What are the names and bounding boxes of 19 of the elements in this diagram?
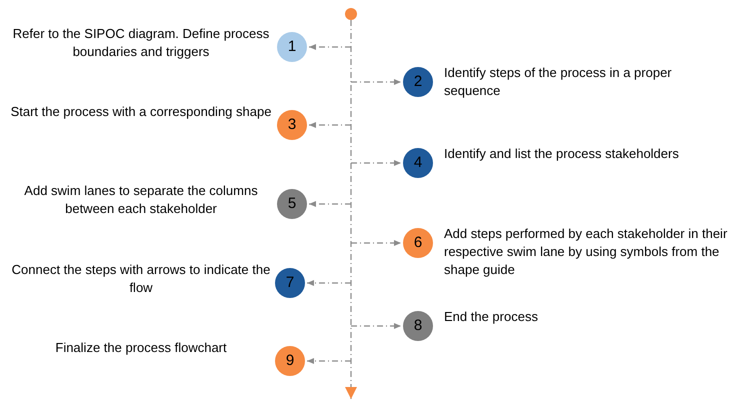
step-description: Identify steps of the process in a proper sequence: [444, 64, 673, 100]
arrow: [309, 122, 351, 128]
step-description: Refer to the SIPOC diagram. Define process boundaries and triggers: [12, 25, 270, 61]
arrow: [309, 201, 351, 207]
arrow: [351, 323, 401, 329]
step-description: Connect the steps with arrows to indicate the flow: [10, 261, 272, 297]
timeline-arrow: [345, 20, 357, 399]
arrow: [307, 358, 351, 364]
step-description: Start the process with a corresponding shape: [10, 103, 272, 121]
step-description: End the process: [444, 308, 539, 326]
step-description: Add steps performed by each stakeholder in their respective swim lane by using symbols from the shape guide: [444, 225, 728, 279]
arrow: [351, 79, 401, 85]
step-description: Add swim lanes to separate the columns between each stakeholder: [23, 182, 259, 218]
arrow: [351, 160, 401, 166]
arrow: [307, 280, 351, 286]
arrow: [309, 44, 351, 50]
step-description: Identify and list the process stakeholders: [444, 145, 680, 163]
arrow: [351, 240, 401, 246]
step-description: Finalize the process flowchart: [54, 339, 228, 357]
